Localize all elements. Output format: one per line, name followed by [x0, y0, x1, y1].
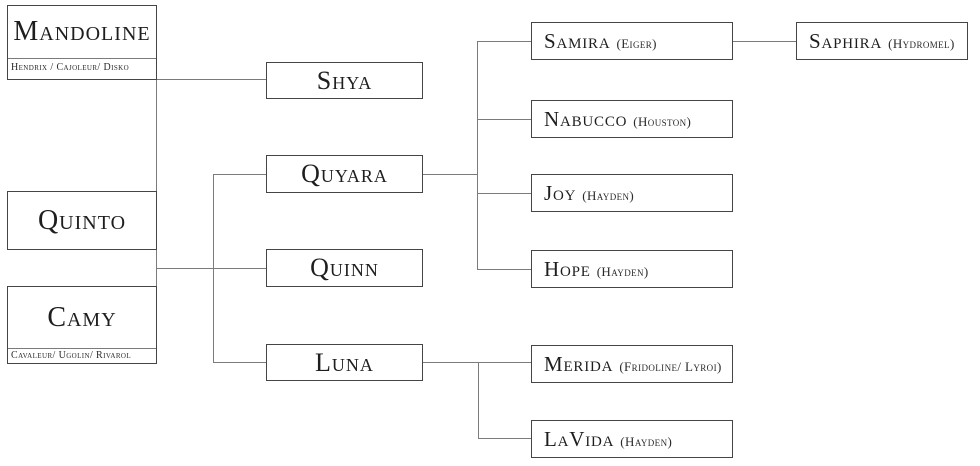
node-joy: Joy (Hayden) [531, 174, 733, 212]
edge-mandoline-shya [156, 79, 266, 80]
node-detail: (Hayden) [596, 263, 649, 279]
node-name: Saphira [809, 28, 883, 53]
node-name: Mandoline [13, 16, 151, 47]
node-name: Quyara [301, 159, 388, 188]
node-detail: (Hayden) [620, 433, 673, 449]
edge-quyara-out [423, 174, 478, 175]
node-shya: Shya [266, 62, 423, 99]
edge-quyara-children-vertical [477, 41, 478, 269]
edge-to-nabucco [477, 119, 531, 120]
node-subtitle: Cavaleur/ Ugolin/ Rivarol [8, 348, 156, 363]
node-luna: Luna [266, 344, 423, 381]
node-name: Samira [544, 28, 611, 53]
node-hope: Hope (Hayden) [531, 250, 733, 288]
node-detail: (Hydromel) [888, 35, 955, 51]
node-name: Quinn [310, 253, 379, 282]
edge-to-joy [477, 193, 531, 194]
edge-luna-children-vertical [478, 362, 479, 439]
edge-mid-branch-vertical [213, 174, 214, 363]
node-name: Shya [316, 65, 373, 95]
node-detail: (Houston) [633, 113, 692, 129]
edge-to-samira [477, 41, 531, 42]
node-merida: Merida (Fridoline/ Lyroi) [531, 345, 733, 383]
edge-branch-quyara [213, 174, 266, 175]
node-name: Nabucco [544, 106, 628, 131]
node-detail: (Eiger) [616, 35, 657, 51]
node-name: Merida [544, 351, 614, 376]
node-lavida: LaVida (Hayden) [531, 420, 733, 458]
node-mandoline: Mandoline Hendrix / Cajoleur/ Disko [7, 5, 157, 80]
edge-samira-saphira [733, 41, 796, 42]
node-detail: (Fridoline/ Lyroi) [619, 358, 722, 374]
edge-luna-merida [423, 362, 531, 363]
node-name: Luna [315, 347, 374, 377]
node-saphira: Saphira (Hydromel) [796, 22, 968, 60]
node-name: Joy [544, 180, 577, 205]
node-samira: Samira (Eiger) [531, 22, 733, 60]
edge-left-column-vertical [156, 79, 157, 287]
edge-branch-luna [213, 362, 266, 363]
node-quinto: Quinto [7, 191, 157, 250]
node-quinn: Quinn [266, 249, 423, 287]
edge-to-hope [477, 269, 531, 270]
node-camy: Camy Cavaleur/ Ugolin/ Rivarol [7, 286, 157, 364]
node-nabucco: Nabucco (Houston) [531, 100, 733, 138]
node-quyara: Quyara [266, 155, 423, 193]
node-name: Camy [47, 301, 117, 333]
edge-to-lavida [478, 438, 531, 439]
node-detail: (Hayden) [582, 187, 635, 203]
node-subtitle: Hendrix / Cajoleur/ Disko [8, 58, 156, 79]
node-name: LaVida [544, 426, 615, 451]
node-name: Quinto [37, 204, 127, 236]
node-name: Hope [544, 256, 591, 281]
edge-quinto-quinn [156, 268, 266, 269]
